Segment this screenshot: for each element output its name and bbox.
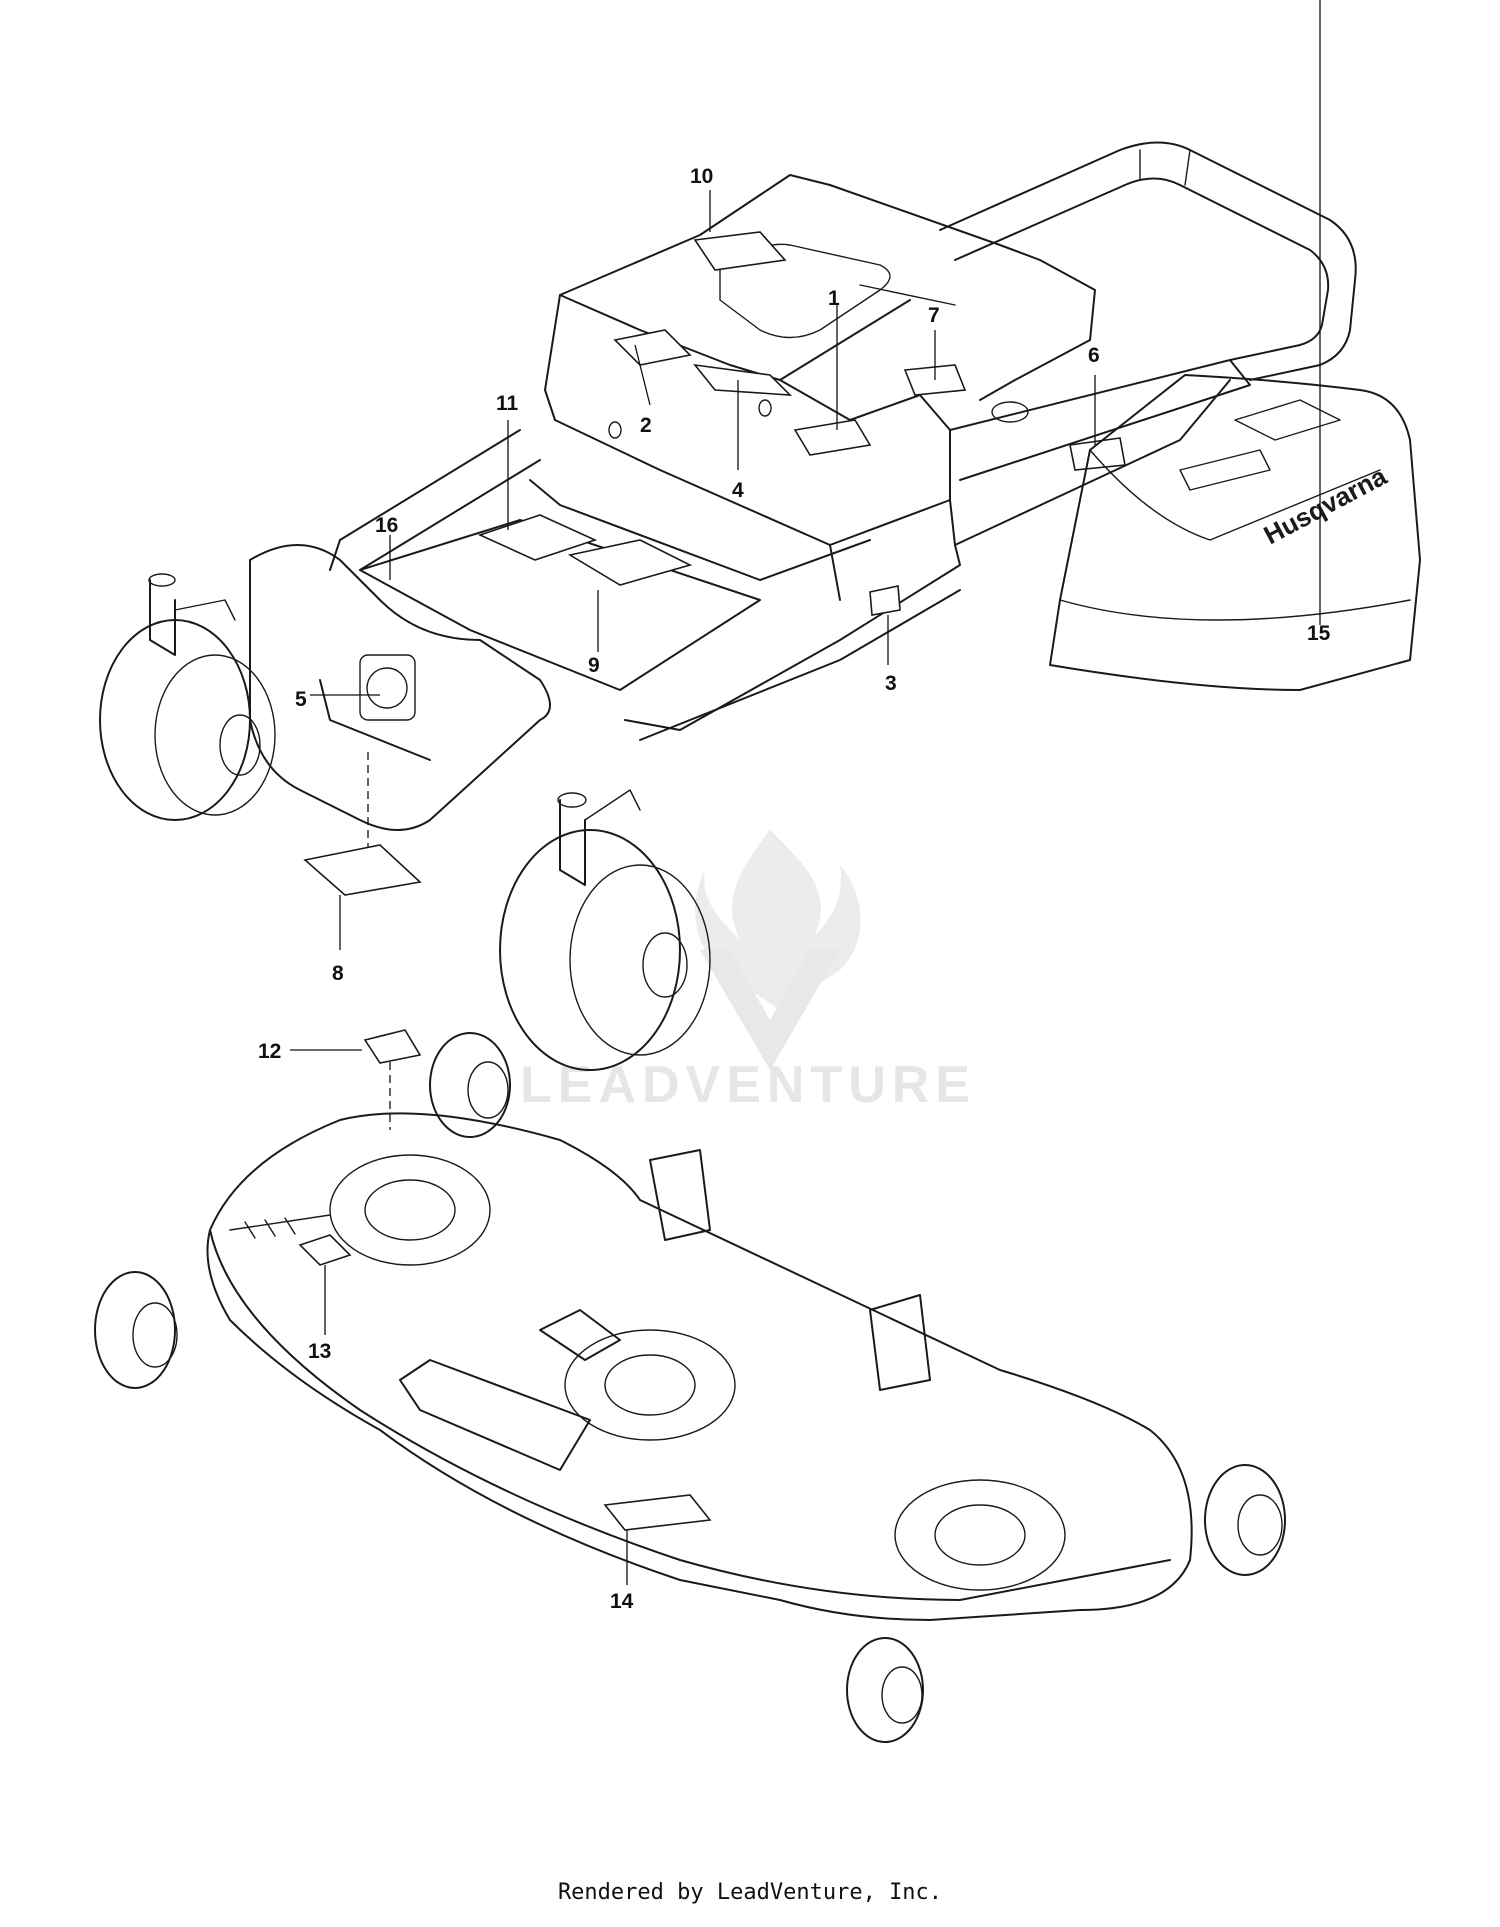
decal-13 bbox=[298, 1234, 352, 1266]
callout-9: 9 bbox=[588, 654, 600, 677]
decal-1 bbox=[793, 419, 872, 456]
decal-11 bbox=[477, 514, 598, 561]
watermark: LEADVENTURE bbox=[520, 830, 976, 1114]
decal-8 bbox=[303, 844, 422, 896]
decal-6 bbox=[1069, 437, 1126, 471]
decal-9 bbox=[567, 539, 693, 586]
decal-2 bbox=[613, 329, 692, 366]
callout-15: 15 bbox=[1307, 622, 1331, 645]
callout-11: 11 bbox=[496, 392, 519, 415]
callout-5: 5 bbox=[295, 688, 307, 711]
front-bumper bbox=[249, 544, 551, 831]
brand-text: Husqvarna bbox=[1259, 460, 1392, 550]
decal-14 bbox=[603, 1494, 712, 1531]
footer-credit: Rendered by LeadVenture, Inc. bbox=[557, 1880, 943, 1905]
body-cover: Husqvarna bbox=[1049, 374, 1421, 691]
callout-8: 8 bbox=[332, 962, 344, 985]
left-front-caster bbox=[99, 573, 276, 821]
callout-10: 10 bbox=[690, 165, 713, 188]
mower-deck bbox=[206, 1112, 1193, 1621]
callout-3: 3 bbox=[885, 672, 897, 695]
watermark-text: LEADVENTURE bbox=[520, 1056, 976, 1114]
decal-10 bbox=[693, 231, 787, 271]
callouts: 1 2 3 4 5 6 7 8 9 10 11 12 13 14 15 16 bbox=[258, 165, 1331, 1613]
callout-13: 13 bbox=[308, 1340, 331, 1363]
husqvarna-logo-icon bbox=[366, 667, 408, 709]
callout-1: 1 bbox=[828, 287, 840, 310]
callout-6: 6 bbox=[1088, 344, 1100, 367]
right-front-caster bbox=[499, 789, 711, 1071]
callout-12: 12 bbox=[258, 1040, 281, 1063]
decal-4 bbox=[693, 363, 793, 396]
callout-7: 7 bbox=[928, 304, 940, 327]
leader-lines bbox=[290, 0, 1321, 1585]
decal-3 bbox=[869, 585, 901, 616]
decal-12 bbox=[363, 1029, 422, 1064]
callout-14: 14 bbox=[610, 1590, 634, 1613]
deck-wheels bbox=[94, 1032, 1286, 1743]
callout-2: 2 bbox=[640, 414, 652, 437]
callout-16: 16 bbox=[375, 514, 398, 537]
callout-4: 4 bbox=[732, 479, 744, 502]
tractor-frame bbox=[329, 141, 1357, 741]
